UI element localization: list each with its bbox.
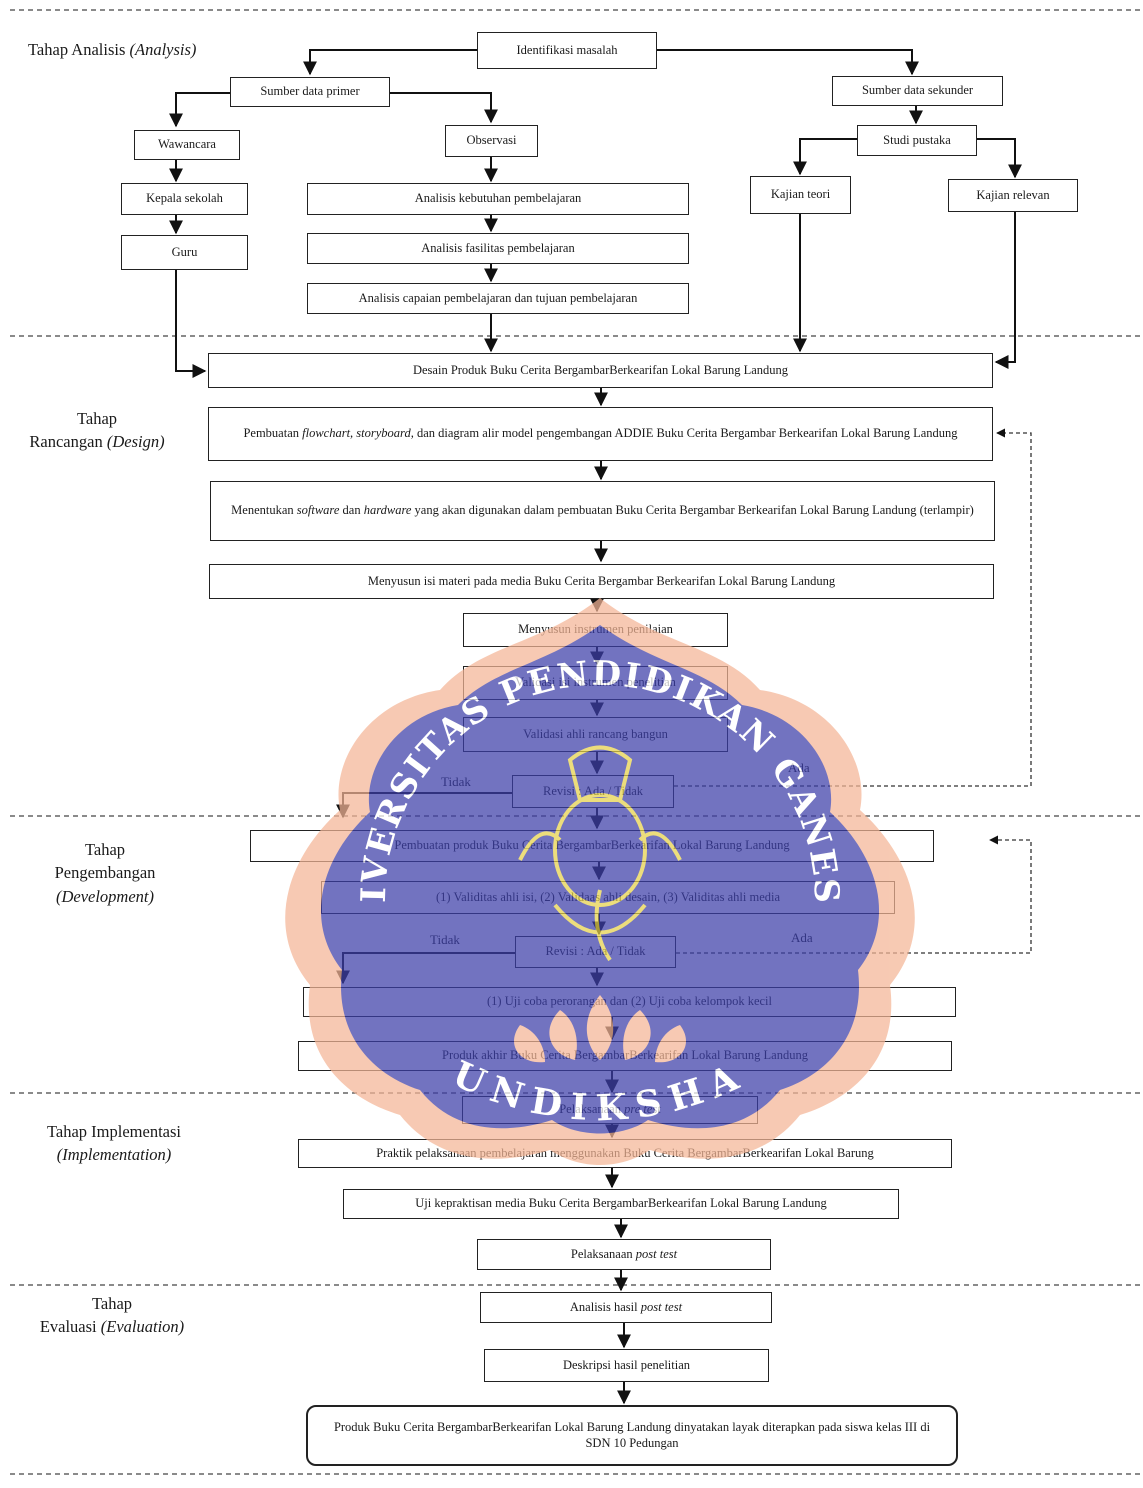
box-studi-pustaka: Studi pustaka xyxy=(857,125,977,156)
phase-development-line2: Pengembangan xyxy=(54,863,156,883)
box-kepala-sekolah: Kepala sekolah xyxy=(121,183,248,215)
phase-evaluation-line1: Tahap xyxy=(91,1294,133,1313)
text-pembuatan-a: Pembuatan xyxy=(243,426,303,441)
box-desain-produk: Desain Produk Buku Cerita BergambarBerke… xyxy=(208,353,993,388)
phase-evaluation-en: (Evaluation) xyxy=(100,1317,185,1337)
text-analisis-a: Analisis hasil xyxy=(569,1299,641,1314)
text-analisis-b: post test xyxy=(640,1299,683,1314)
box-revisi-design: Revisi : Ada / Tidak xyxy=(512,775,674,808)
phase-design-line1: Tahap xyxy=(76,409,118,428)
box-validitas-ahli: (1) Validitas ahli isi, (2) Validaas ahl… xyxy=(321,881,895,914)
box-final-produk: Produk Buku Cerita BergambarBerkearifan … xyxy=(306,1405,958,1466)
phase-implementation-line1: Tahap Implementasi xyxy=(46,1122,181,1141)
text-flowchart: flowchart, storyboard, xyxy=(302,426,414,441)
phase-analysis-en: (Analysis) xyxy=(129,40,197,59)
phase-label-evaluation: Tahap Evaluasi (Evaluation) xyxy=(22,1292,202,1339)
box-pembuatan-flowchart: Pembuatan flowchart, storyboard, dan dia… xyxy=(208,407,993,461)
phase-design-line2: Rancangan xyxy=(29,432,103,452)
text-post-a: Pelaksanaan xyxy=(570,1246,636,1261)
box-analisis-kebutuhan: Analisis kebutuhan pembelajaran xyxy=(307,183,689,215)
box-uji-kepraktisan: Uji kepraktisan media Buku Cerita Bergam… xyxy=(343,1189,899,1219)
box-kajian-relevan: Kajian relevan xyxy=(948,179,1078,212)
phase-label-implementation: Tahap Implementasi (Implementation) xyxy=(24,1120,204,1167)
box-menyusun-materi: Menyusun isi materi pada media Buku Ceri… xyxy=(209,564,994,599)
text-hardware: hardware xyxy=(363,503,412,518)
text-post-b: post test xyxy=(635,1246,678,1261)
phase-analysis-title: Tahap Analisis xyxy=(28,40,126,59)
box-analisis-fasilitas: Analisis fasilitas pembelajaran xyxy=(307,233,689,264)
box-pre-test: Pelaksanaan pre test xyxy=(462,1096,758,1124)
label-ada-design: Ada xyxy=(788,760,810,775)
phase-design-en: (Design) xyxy=(106,432,165,452)
box-revisi-development: Revisi : Ada / Tidak xyxy=(515,936,676,968)
box-analisis-post-test: Analisis hasil post test xyxy=(480,1292,772,1323)
box-sumber-data-sekunder: Sumber data sekunder xyxy=(832,76,1003,106)
phase-evaluation-line2: Evaluasi xyxy=(39,1317,97,1337)
phase-label-design: Tahap Rancangan (Design) xyxy=(12,407,182,454)
box-wawancara: Wawancara xyxy=(134,130,240,160)
box-validasi-ahli-rancang: Validasi ahli rancang bangun xyxy=(463,717,728,752)
phase-development-line1: Tahap xyxy=(84,840,126,859)
box-post-test: Pelaksanaan post test xyxy=(477,1239,771,1270)
text-software: software xyxy=(296,503,340,518)
box-sumber-data-primer: Sumber data primer xyxy=(230,77,390,107)
label-tidak-development: Tidak xyxy=(430,932,460,947)
label-ada-development: Ada xyxy=(791,930,813,945)
box-deskripsi-hasil: Deskripsi hasil penelitian xyxy=(484,1349,769,1382)
phase-development-en: (Development) xyxy=(55,886,155,906)
phase-label-development: Tahap Pengembangan (Development) xyxy=(20,838,190,908)
box-analisis-capaian: Analisis capaian pembelajaran dan tujuan… xyxy=(307,283,689,314)
box-menentukan-software: Menentukan software dan hardware yang ak… xyxy=(210,481,995,541)
box-identifikasi-masalah: Identifikasi masalah xyxy=(477,32,657,69)
text-menentukan-c: yang akan digunakan dalam pembuatan Buku… xyxy=(411,503,974,518)
text-pembuatan-b: dan diagram alir model pengembangan ADDI… xyxy=(413,426,958,441)
label-tidak-design: Tidak xyxy=(441,774,471,789)
box-guru: Guru xyxy=(121,235,248,270)
text-pre-b: pre test xyxy=(624,1102,661,1117)
text-menentukan-a: Menentukan xyxy=(231,503,297,518)
box-pembuatan-produk: Pembuatan produk Buku Cerita BergambarBe… xyxy=(250,830,934,862)
phase-implementation-en: (Implementation) xyxy=(56,1145,172,1165)
box-uji-coba: (1) Uji coba perorangan dan (2) Uji coba… xyxy=(303,987,956,1017)
text-pre-a: Pelaksanaan xyxy=(559,1102,625,1117)
text-menentukan-b: dan xyxy=(339,503,364,518)
box-observasi: Observasi xyxy=(445,125,538,157)
box-praktik: Praktik pelaksanaan pembelajaran menggun… xyxy=(298,1139,952,1168)
box-validasi-isi-instrumen: Validasi isi instrumen penelitian xyxy=(463,666,728,700)
box-menyusun-instrumen: Menyusun instrumen penilaian xyxy=(463,613,728,647)
phase-label-analysis: Tahap Analisis (Analysis) xyxy=(28,38,196,61)
box-produk-akhir: Produk akhir Buku Cerita BergambarBerkea… xyxy=(298,1041,952,1071)
box-kajian-teori: Kajian teori xyxy=(750,176,851,214)
